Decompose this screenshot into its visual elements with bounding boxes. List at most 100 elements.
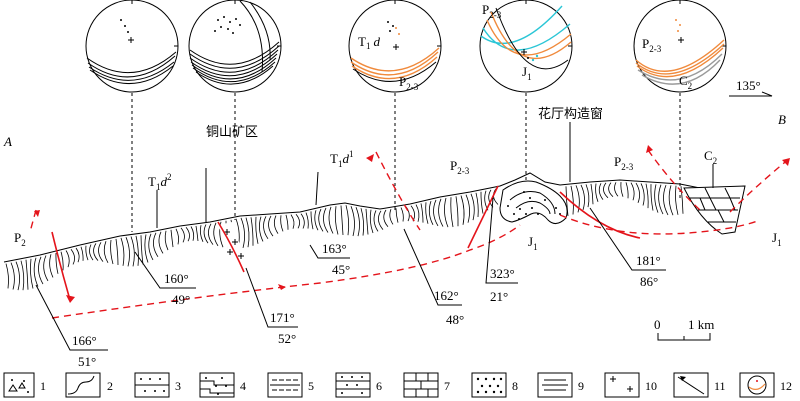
bedding-trace	[444, 197, 449, 228]
bedding-trace	[305, 212, 309, 229]
bedding-trace	[164, 230, 169, 251]
legend-label-9: 9	[578, 379, 584, 393]
bedding-trace	[49, 254, 54, 278]
legend-label-11: 11	[714, 379, 726, 393]
bedding-trace	[10, 262, 15, 290]
bedding-trace	[340, 205, 344, 236]
legend-swatch-11	[673, 372, 709, 398]
attitude-2-dip: 49°	[172, 292, 190, 307]
bedding-trace	[263, 216, 269, 240]
attitude-1-dip: 51°	[78, 354, 96, 369]
legend-label-2: 2	[107, 379, 113, 393]
bedding-trace	[598, 183, 604, 200]
stereonet-4-label-j1: J1	[522, 64, 532, 82]
unit-p23-west: P2-3	[450, 158, 470, 176]
bedding-trace	[389, 209, 394, 225]
attitude-6-dip: 21°	[490, 289, 508, 304]
bedding-trace	[38, 256, 44, 285]
bedding-trace	[395, 208, 399, 223]
unit-j1-east: J1	[772, 230, 782, 248]
bedding-trace	[103, 241, 109, 264]
bedding-trace	[20, 260, 25, 291]
bedding-trace	[175, 228, 180, 245]
direction-label: 135°	[736, 78, 761, 93]
legend-swatch-4	[199, 372, 235, 398]
bedding-trace	[33, 257, 39, 287]
bedding-trace	[675, 185, 679, 215]
legend-label-6: 6	[376, 379, 382, 393]
bedding-trace	[300, 213, 305, 229]
bedding-trace	[268, 215, 274, 237]
legend-label-3: 3	[175, 379, 181, 393]
bedding-trace	[570, 185, 574, 215]
bedding-trace	[658, 184, 664, 215]
bedding-trace	[15, 261, 20, 291]
bedding-trace	[255, 216, 259, 244]
section-end-a: A	[3, 134, 12, 149]
section-strata	[3, 172, 746, 291]
bedding-trace	[89, 244, 94, 261]
bedding-trace	[240, 217, 245, 249]
bedding-trace	[355, 207, 360, 237]
bedding-trace	[635, 182, 640, 203]
bedding-trace	[580, 184, 585, 211]
bedding-trace	[614, 182, 619, 197]
unit-c2: C2	[704, 148, 717, 166]
bedding-trace	[158, 231, 164, 254]
unit-labels: P2 T1d2 T1d1 P2-3 P2-3 C2 J1 J1	[14, 122, 782, 252]
bedding-trace	[98, 242, 104, 262]
bedding-trace	[608, 182, 614, 197]
bedding-trace	[383, 209, 389, 228]
bedding-trace	[153, 232, 159, 258]
bedding-trace	[273, 215, 279, 234]
attitude-7-azimuth: 181°	[636, 253, 661, 268]
bedding-trace	[438, 198, 444, 227]
bedding-trace	[590, 183, 594, 205]
bedding-trace	[465, 194, 470, 223]
bedding-trace	[144, 234, 149, 263]
unit-t1d1: T1d1	[330, 149, 353, 169]
bedding-trace	[75, 247, 80, 263]
section-end-b: B	[778, 112, 786, 127]
projection-lines	[131, 93, 681, 232]
bedding-trace	[65, 250, 70, 268]
bedding-trace	[480, 191, 484, 214]
bedding-trace	[190, 226, 195, 241]
bedding-trace	[420, 203, 424, 223]
bedding-trace	[170, 229, 174, 248]
legend-label-1: 1	[40, 379, 46, 393]
bedding-trace	[185, 226, 190, 242]
stereonet-4: P2-3 J1	[479, 0, 573, 93]
bedding-trace	[625, 182, 629, 199]
bedding-trace	[195, 225, 199, 242]
huating-window-label: 花厅构造窗	[538, 106, 603, 122]
bedding-trace	[245, 217, 250, 248]
bedding-trace	[43, 255, 49, 282]
bedding-trace	[603, 182, 609, 199]
bedding-trace	[115, 238, 119, 266]
legend-label-5: 5	[308, 379, 314, 393]
bedding-trace	[5, 263, 9, 289]
stereonet-5-label-p23: P2-3	[642, 36, 662, 54]
bedding-trace	[250, 217, 254, 246]
bedding-trace	[595, 183, 599, 202]
bedding-trace	[259, 216, 264, 242]
legend-swatch-7	[403, 372, 439, 398]
attitude-7-dip: 86°	[640, 274, 658, 289]
huating-window-j1	[499, 180, 568, 224]
bedding-trace	[328, 206, 334, 234]
bedding-trace	[470, 193, 475, 221]
tongshan-mine-label: 铜山矿区	[206, 125, 258, 140]
bedding-trace	[360, 208, 365, 236]
bedding-trace	[415, 204, 420, 222]
bedding-trace	[425, 202, 429, 224]
legend-swatch-5	[267, 372, 303, 398]
legend-swatch-12	[739, 372, 775, 398]
bedding-trace	[378, 210, 384, 230]
attitude-values: 166° 51° 160° 49° 171° 52° 163° 45° 162°…	[72, 241, 661, 369]
scale-one-km: 1 km	[688, 317, 714, 332]
bedding-trace	[120, 237, 125, 266]
scale-bar: 0 1 km	[654, 317, 714, 341]
